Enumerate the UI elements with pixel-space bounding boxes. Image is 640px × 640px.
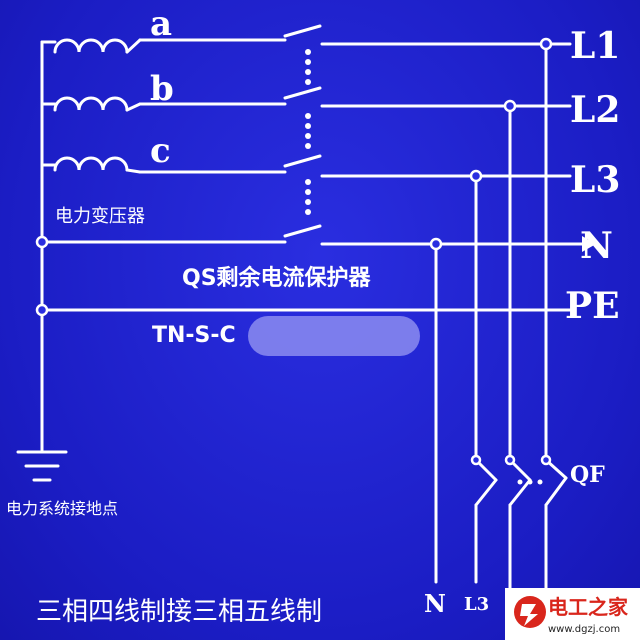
junction-nodes [35,37,553,466]
watermark: 电工之家 www.dgzj.com [505,588,640,640]
l3-label: L3 [570,159,620,201]
phase-a-label: a [150,4,172,44]
bottom-n-label: N [424,589,446,618]
system-label: TN-S-C [152,323,236,348]
pe-label: PE [565,285,620,327]
watermark-logo-icon [514,596,546,628]
phase-b-label: b [150,69,174,109]
n-arrow-icon [582,236,596,252]
l1-label: L1 [570,25,620,67]
qs-label: QS剩余电流保护器 [182,265,372,291]
phase-c-label: c [150,131,171,171]
qf-label: QF [570,462,605,488]
transformer-label: 电力变压器 [55,206,145,227]
l2-label: L2 [570,89,620,131]
winding-b-icon [53,96,142,112]
n-label: N [580,225,613,267]
bottom-title: 三相四线制接三相五线制 [36,597,322,627]
winding-a-icon [53,38,142,54]
redacted-region [248,316,420,356]
ground-label: 电力系统接地点 [6,499,118,518]
qf-breaker-blades [474,458,568,592]
ground-icon [16,450,68,482]
qs-linkage-dots [305,49,311,215]
winding-c-icon [53,156,142,174]
qs-switch-blades [283,24,322,238]
bottom-l3-label: L3 [464,594,489,615]
watermark-name: 电工之家 [548,595,629,619]
watermark-url: www.dgzj.com [548,624,620,635]
